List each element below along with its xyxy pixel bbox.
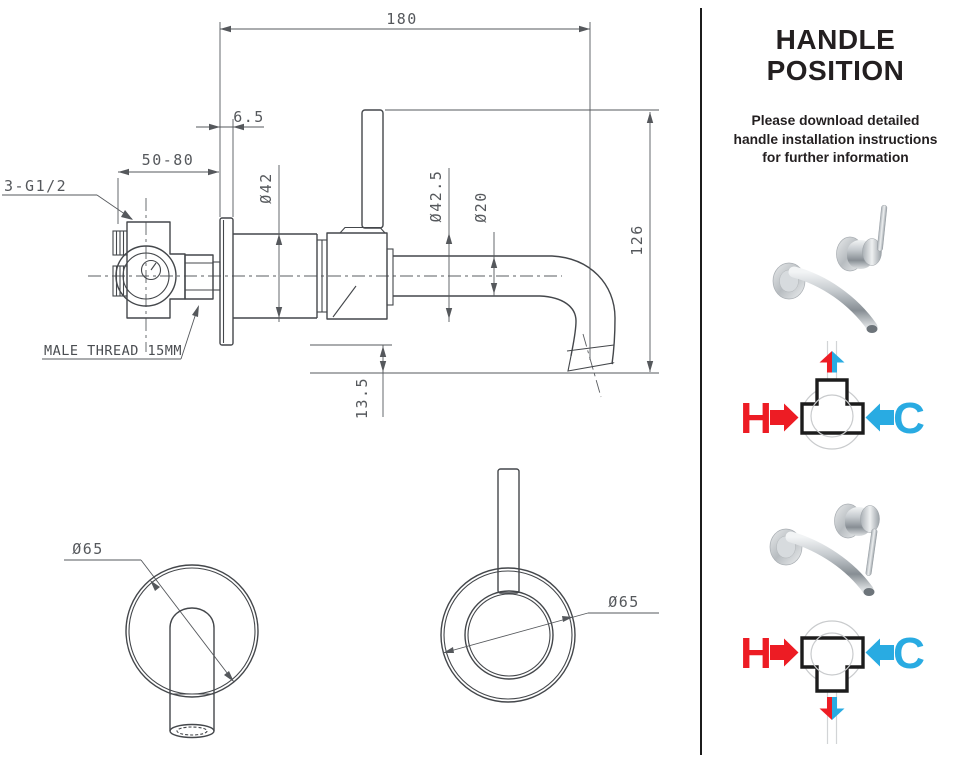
handle-position-graphics: H C H C [740,204,925,744]
panel-note-line2: handle installation instructions [733,131,938,147]
spout-photo2 [785,531,874,596]
dim-label-126: 126 [628,224,646,256]
dim-label-6-5: 6.5 [233,108,265,126]
spout-front-view: Ø65 [64,540,259,739]
panel-note-line1: Please download detailed [751,113,920,128]
technical-drawing: 180 6.5 50-80 Ø42 [2,10,659,739]
aerator-photo1 [866,325,878,333]
down-arrow-hot-half [819,697,832,720]
aerator-photo2 [863,588,875,596]
handle-lever-front [497,468,520,594]
dim-label-50-80: 50-80 [142,151,195,169]
hot-cold-diagram-down: H C [740,620,925,744]
label-male-thread: MALE THREAD 15MM [44,343,182,359]
up-arrow-cold-half [832,351,845,373]
thread-callout: 3-G1/2 [2,177,133,220]
dim-label-d65-handle: Ø65 [608,593,640,611]
panel-title: HANDLE POSITION [700,24,971,86]
dim-label-180: 180 [386,10,418,28]
cold-label-down: C [893,629,925,678]
valve-outline-down [800,636,865,693]
dim-total-reach: 180 [219,10,591,360]
handle-lever-side [361,109,384,229]
valve-outline-up [800,378,865,435]
label-3-g12: 3-G1/2 [4,177,67,195]
hot-arrow-up [770,403,799,432]
wall-plate [219,217,234,346]
hot-label-down: H [740,629,772,678]
panel-note-line3: for further information [762,150,909,165]
hot-cold-diagram-up: H C [740,378,925,450]
panel-divider [700,8,702,755]
dim-label-d65-spout: Ø65 [72,540,104,558]
dim-spout-drop: 13.5 [310,344,659,419]
dim-label-d42-5: Ø42.5 [427,170,445,223]
hot-arrow-down [770,638,799,667]
handle-photo1 [876,204,888,252]
dim-spout-dia: Ø20 [472,191,498,296]
dim-plate-thickness: 6.5 [196,108,265,217]
valve-body [112,221,221,319]
handle-front-view: Ø65 [440,468,659,703]
up-arrow-hot-half [819,351,832,373]
panel-title-line1: HANDLE [775,24,896,55]
dim-handle-height: 126 [385,109,659,372]
male-thread-connector [184,254,214,300]
cold-label-up: C [893,394,925,443]
cold-arrow-down [865,638,894,667]
faucet-photo-handle-up [772,204,888,333]
centerlines [88,198,602,398]
handle-photo2 [865,528,878,576]
dim-label-d20: Ø20 [472,191,490,223]
panel-title-line2: POSITION [766,55,905,86]
dim-label-d42: Ø42 [257,172,275,204]
faucet-photo-handle-down [769,503,880,596]
dim-wall-depth: 50-80 [117,151,219,224]
spout-photo1 [788,266,878,333]
spout [393,255,616,372]
hot-label-up: H [740,394,772,443]
dim-body-dia: Ø42.5 [427,168,453,322]
male-thread-callout: MALE THREAD 15MM [42,305,199,360]
panel-note: Please download detailed handle installa… [700,112,971,168]
dim-label-13-5: 13.5 [353,377,371,419]
mixer-body [233,109,394,320]
down-arrow-cold-half [832,697,845,720]
cold-arrow-up [865,403,894,432]
dim-escutcheon-dia: Ø42 [257,165,283,322]
